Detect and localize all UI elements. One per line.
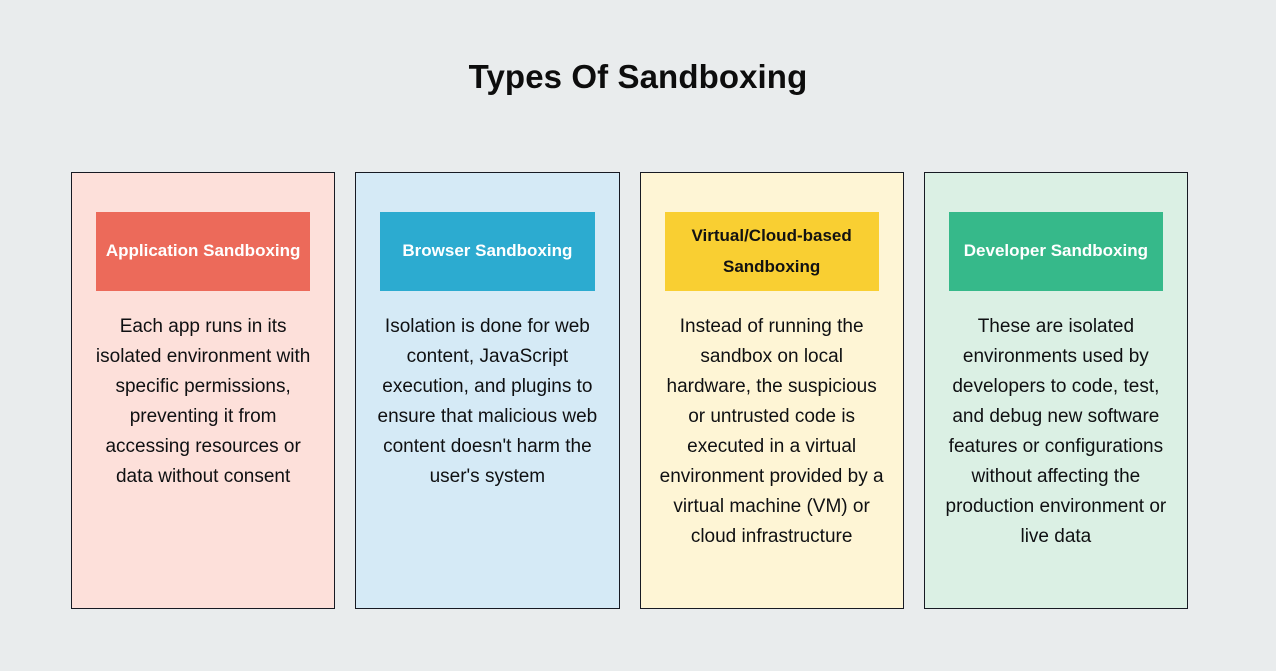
card-header-virtual-cloud-based-sandboxing: Virtual/Cloud-based Sandboxing [664,212,879,291]
sandboxing-types-card-row: Application Sandboxing Each app runs in … [71,172,1188,609]
card-virtual-cloud-based-sandboxing: Virtual/Cloud-based Sandboxing Instead o… [639,172,904,609]
page-title: Types Of Sandboxing [468,58,808,95]
card-application-sandboxing: Application Sandboxing Each app runs in … [71,172,336,609]
card-header-developer-sandboxing: Developer Sandboxing [948,212,1163,291]
card-developer-sandboxing: Developer Sandboxing These are isolated … [923,172,1188,609]
card-browser-sandboxing: Browser Sandboxing Isolation is done for… [355,172,620,609]
card-header-application-sandboxing: Application Sandboxing [96,212,311,291]
card-body-browser-sandboxing: Isolation is done for web content, JavaS… [377,316,598,488]
card-header-browser-sandboxing: Browser Sandboxing [380,212,595,291]
card-body-developer-sandboxing: These are isolated environments used by … [945,316,1167,548]
card-body-application-sandboxing: Each app runs in its isolated environmen… [95,316,311,488]
card-body-virtual-cloud-based-sandboxing: Instead of running the sandbox on local … [659,316,884,548]
